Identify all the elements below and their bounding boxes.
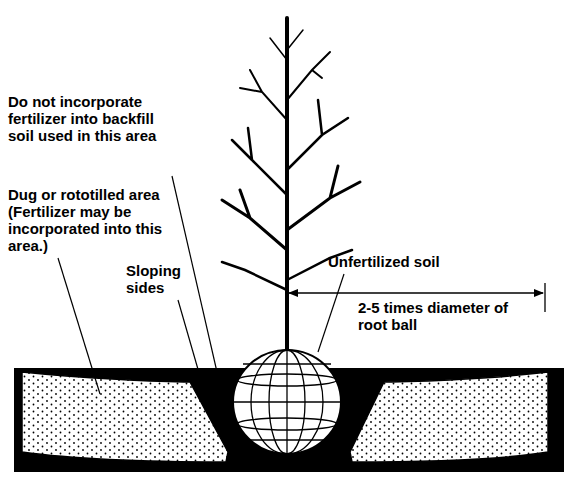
note-label: Do not incorporate fertilizer into backf… [8, 93, 160, 144]
rototilled-area [350, 372, 548, 462]
area-label: Dug or rototilled area (Fertilizer may b… [8, 186, 176, 254]
dimension-label: 2-5 times diameter of root ball [358, 299, 523, 333]
rototilled-area [22, 372, 228, 462]
part-label: Unfertilized soil [328, 253, 440, 270]
rototilled-dots [350, 372, 548, 462]
part-label: Sloping sides [126, 262, 188, 296]
root-ball [233, 350, 341, 454]
tree [222, 18, 360, 352]
rototilled-dots [22, 372, 228, 462]
